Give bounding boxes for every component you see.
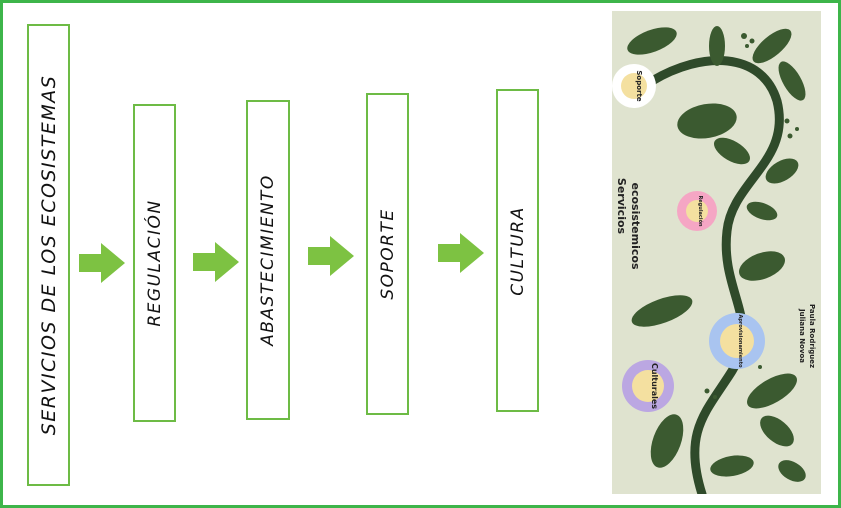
step-label-regulacion: REGULACIÓN — [144, 199, 165, 327]
leaf-icon — [752, 28, 792, 64]
author-2: Paula Rodriguez — [808, 304, 816, 368]
panel-title-line2: ecosistemicos — [629, 183, 642, 270]
arrow-right-icon — [438, 233, 484, 273]
arrow-right-icon — [79, 243, 125, 283]
leaves-group — [627, 26, 806, 482]
leaf-icon — [739, 251, 785, 281]
main-title: SERVICIOS DE LOS ECOSISTEMAS — [37, 74, 60, 436]
main-title-box: SERVICIOS DE LOS ECOSISTEMAS — [27, 24, 70, 486]
leaf-icon — [778, 61, 806, 101]
leaf-icon — [627, 27, 677, 55]
panel-title-line1: Servicios — [615, 178, 628, 235]
svg-text:Regulación: Regulación — [697, 195, 704, 227]
svg-text:Culturales: Culturales — [650, 363, 659, 409]
author-1: Juliana Novoa — [798, 308, 806, 363]
step-box-soporte: SOPORTE — [366, 93, 409, 415]
step-box-regulacion: REGULACIÓN — [133, 104, 176, 422]
leaf-icon — [778, 460, 806, 482]
leaf-icon — [709, 26, 725, 66]
leaf-icon — [677, 103, 737, 139]
node-aprovisionamiento: Aprovisionamiento — [709, 313, 765, 369]
node-regulacion: Regulación — [677, 191, 717, 231]
leaf-icon — [710, 455, 754, 477]
leaf-icon — [713, 137, 751, 165]
leaf-icon — [765, 158, 799, 184]
leaf-icon — [650, 414, 684, 468]
node-culturales: Culturales — [622, 360, 674, 412]
arrow-right-icon — [193, 242, 239, 282]
ecosystem-services-illustration: Soporte Regulación Aprovisionamiento Cul… — [612, 11, 821, 494]
leaf-icon — [747, 373, 797, 409]
vine-stem — [647, 56, 784, 494]
leaf-icon — [631, 295, 693, 327]
svg-text:Aprovisionamiento: Aprovisionamiento — [737, 314, 743, 368]
arrow-right-icon — [308, 236, 354, 276]
leaf-icon — [746, 201, 778, 221]
leaf-icon — [760, 415, 794, 447]
svg-text:Soporte: Soporte — [635, 70, 643, 101]
step-box-abastecimiento: ABASTECIMIENTO — [246, 100, 290, 420]
step-box-cultura: CULTURA — [496, 89, 539, 412]
node-soporte: Soporte — [612, 64, 656, 108]
step-label-soporte: SOPORTE — [377, 208, 398, 300]
step-label-cultura: CULTURA — [507, 205, 528, 296]
step-label-abastecimiento: ABASTECIMIENTO — [258, 174, 278, 346]
